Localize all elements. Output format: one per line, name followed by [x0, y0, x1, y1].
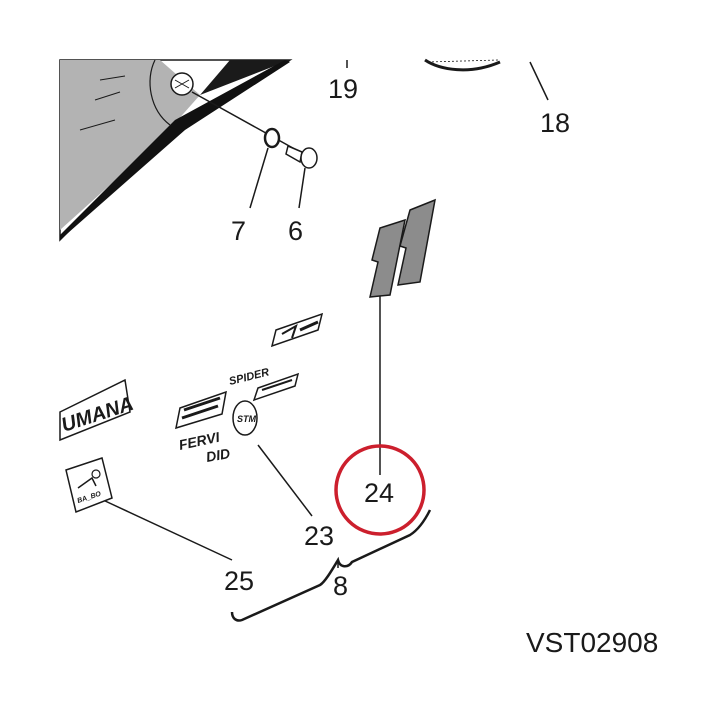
callout-23: 23: [304, 521, 334, 551]
stm-decal-text: STM: [237, 414, 257, 424]
stm-decal-icon: [232, 400, 258, 436]
number-decal-text: 11: [0, 0, 1, 1]
leader-7: [249, 147, 269, 209]
washer-part: [263, 127, 281, 149]
callout-18: 18: [540, 108, 570, 138]
reference-code: VST02908: [526, 627, 658, 658]
highlight-circle: [334, 444, 426, 536]
sponsor-decals: SPIDER FERVI DID STM: [175, 312, 324, 465]
brand-decal: UMANA: [59, 378, 136, 442]
callout-24: 24: [364, 478, 394, 508]
screw-part: [285, 144, 318, 169]
callout-25: 25: [224, 566, 254, 596]
assembly-axis: [191, 91, 301, 153]
fairing-panel: [59, 59, 293, 242]
number-decal-11: 11: [0, 0, 436, 298]
callout-19: 19: [328, 74, 358, 104]
leader-23: [257, 444, 313, 517]
group-bracket-8: [230, 509, 432, 622]
did-decal-text: DID: [205, 445, 232, 465]
callout-8: 8: [333, 571, 348, 601]
leader-6: [298, 167, 306, 209]
babo-decal: BA_BO: [65, 457, 113, 514]
leader-25: [102, 499, 233, 561]
callout-6: 6: [288, 216, 303, 246]
part-18-arc: [424, 58, 501, 72]
callout-7: 7: [231, 216, 246, 246]
leader-18: [529, 61, 549, 101]
spider-decal-text: SPIDER: [228, 366, 271, 388]
